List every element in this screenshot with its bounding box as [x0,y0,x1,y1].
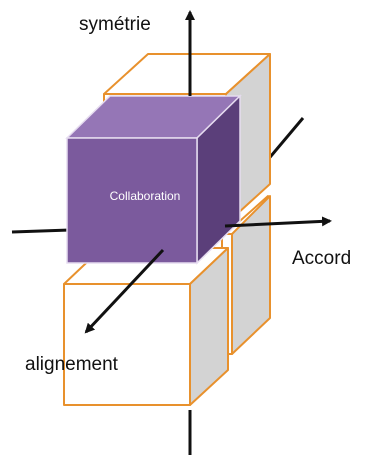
lower-right-cube-top [231,195,269,229]
horizontal-axis-right [224,216,332,228]
collaboration-cube [65,94,242,265]
depth-axis-front [84,248,165,334]
axis-label-accord: Accord [292,248,352,269]
axis-label-symetrie: symétrie [79,14,151,35]
collaboration-cube-front [66,137,198,264]
horizontal-axis-left [11,228,71,234]
collaboration-cube-label: Collaboration [109,189,181,203]
lower-front-cube [63,247,229,406]
lower-front-cube-front [63,283,191,406]
axis-label-alignement: alignement [25,354,118,375]
